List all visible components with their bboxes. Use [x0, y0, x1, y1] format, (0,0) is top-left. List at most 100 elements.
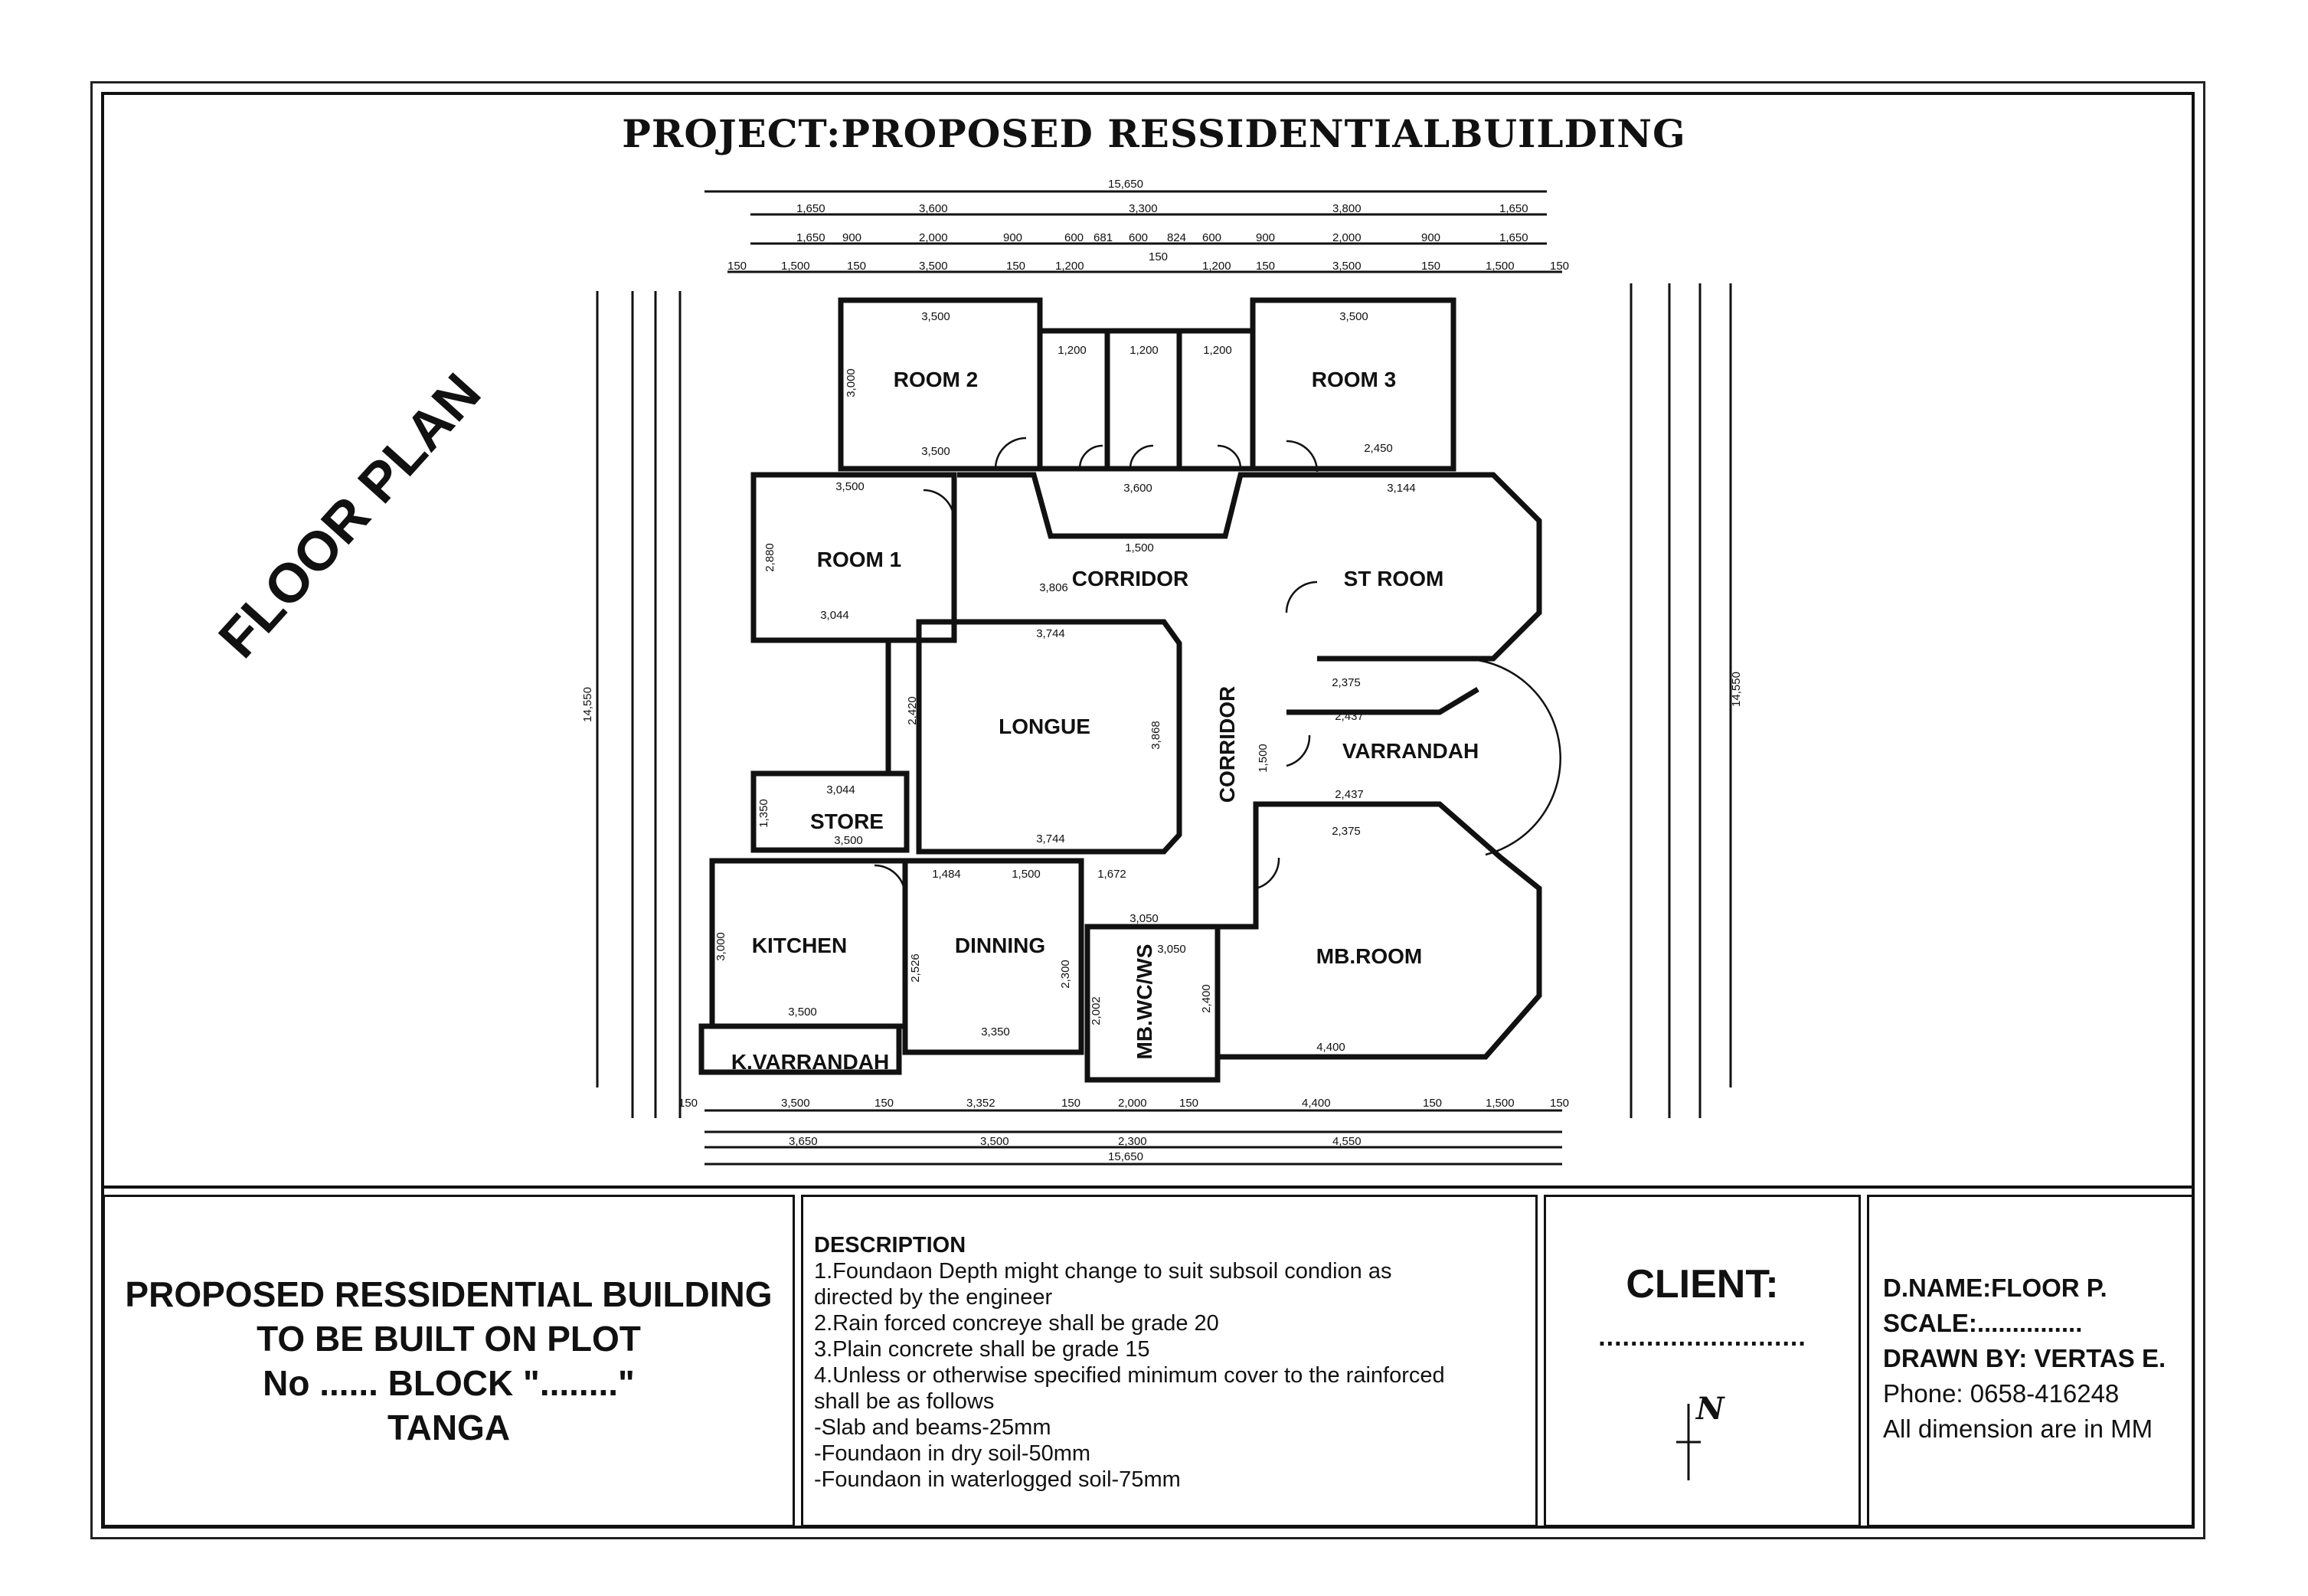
dim-top-r3-4: 150	[1006, 260, 1025, 273]
dim-int-31: 3,050	[1157, 943, 1186, 956]
dim-top-r2-9: 900	[1256, 231, 1275, 244]
dimension-text: 15,650 1,650 3,600 3,300 3,800 1,650 1,6…	[581, 178, 1743, 1163]
room-labels: ROOM 2 ROOM 3 ROOM 1 CORRIDOR ST ROOM LO…	[731, 368, 1479, 1074]
dim-int-33: 2,002	[1090, 996, 1103, 1025]
description-block: DESCRIPTION 1.Foundaon Depth might chang…	[801, 1195, 1538, 1527]
description-line: 1.Foundaon Depth might change to suit su…	[814, 1259, 1392, 1284]
dim-bot-r1-1: 3,500	[781, 1097, 810, 1110]
dim-top-r3-10: 150	[1421, 260, 1440, 273]
dim-int-19: 3,044	[826, 783, 855, 796]
dim-top-r2-5: 681	[1094, 231, 1113, 244]
wc-block-walls	[1037, 328, 1256, 472]
drawing-scale: SCALE:...............	[1883, 1309, 2083, 1337]
dim-int-34: 4,400	[1316, 1041, 1345, 1054]
mb-room-label: MB.ROOM	[1316, 944, 1422, 968]
dim-top-r2-11: 900	[1421, 231, 1440, 244]
dim-bot-r1-5: 2,000	[1118, 1097, 1147, 1110]
interior-dimension-text: 3,500 3,000 3,500 1,200 1,200 1,200 3,50…	[714, 310, 1416, 1054]
dinning-walls	[902, 858, 1084, 1055]
description-line: directed by the engineer	[814, 1285, 1053, 1310]
dim-top-r3-3: 3,500	[919, 260, 948, 273]
dim-top-r2-6: 600	[1129, 231, 1148, 244]
description-line: -Foundaon in waterlogged soil-75mm	[814, 1467, 1181, 1492]
dim-int-23: 3,500	[788, 1006, 817, 1019]
store-label: STORE	[810, 809, 884, 833]
dim-int-27: 2,526	[909, 953, 922, 983]
dim-top-r1-2: 3,300	[1129, 202, 1158, 215]
varrandah-label: VARRANDAH	[1342, 739, 1479, 763]
dim-bot-r1-10: 150	[1550, 1097, 1569, 1110]
north-arrow-icon: N	[1676, 1391, 1725, 1480]
dim-int-1: 3,000	[845, 368, 858, 397]
dim-bot-r2-3: 4,550	[1332, 1135, 1362, 1148]
dim-int-37: 2,437	[1335, 788, 1364, 801]
description-line: -Slab and beams-25mm	[814, 1415, 1051, 1440]
room1-walls	[750, 472, 957, 643]
dim-top-r2-1: 900	[842, 231, 861, 244]
dim-top-r1-0: 1,650	[796, 202, 825, 215]
project-line-2: TO BE BUILT ON PLOT	[257, 1319, 641, 1359]
project-block: PROPOSED RESSIDENTIAL BUILDING TO BE BUI…	[103, 1195, 795, 1527]
dim-right-overall: 14,550	[1730, 672, 1743, 707]
dim-left-overall: 14,550	[581, 687, 594, 722]
dim-bot-r1-6: 150	[1179, 1097, 1198, 1110]
dim-int-4: 1,200	[1129, 344, 1159, 357]
dim-bot-r1-8: 150	[1423, 1097, 1442, 1110]
title-block-divider	[101, 1186, 2195, 1189]
dim-int-24: 1,484	[932, 868, 961, 881]
dim-int-13: 3,806	[1039, 581, 1068, 594]
dim-int-6: 3,500	[1339, 310, 1368, 323]
kitchen-label: KITCHEN	[752, 934, 847, 957]
dim-top-r1-3: 3,800	[1332, 202, 1362, 215]
client-label: CLIENT:	[1626, 1262, 1779, 1307]
dim-int-28: 2,300	[1059, 960, 1072, 989]
dim-top-r3-2: 150	[847, 260, 866, 273]
dim-bot-r1-9: 1,500	[1486, 1097, 1515, 1110]
description-line: 2.Rain forced concreye shall be grade 20	[814, 1311, 1219, 1336]
drawing-info-block: D.NAME:FLOOR P. SCALE:............... DR…	[1867, 1195, 2195, 1527]
st-room-label: ST ROOM	[1344, 567, 1444, 590]
dim-int-0: 3,500	[921, 310, 950, 323]
drawing-title: PROJECT:PROPOSED RESSIDENTIALBUILDING	[622, 111, 1686, 156]
inner-border	[101, 92, 2195, 1529]
description-line: shall be as follows	[814, 1389, 995, 1414]
dim-int-16: 2,420	[906, 696, 919, 725]
description-line: 4.Unless or otherwise specified minimum …	[814, 1363, 1445, 1388]
dim-int-8: 3,500	[835, 480, 865, 493]
client-block: CLIENT: .......................... N	[1544, 1195, 1861, 1527]
dim-bottom-overall: 15,650	[1108, 1150, 1143, 1163]
dim-int-14: 1,500	[1125, 541, 1154, 554]
k-varrandah-walls	[698, 1023, 902, 1075]
dim-top-overall: 15,650	[1108, 178, 1143, 191]
store-walls	[750, 770, 910, 853]
dim-int-9: 3,600	[1123, 482, 1152, 495]
dim-bot-r2-2: 2,300	[1118, 1135, 1147, 1148]
north-letter: N	[1695, 1391, 1725, 1427]
mb-wc-label: MB.WC/WS	[1133, 944, 1156, 1060]
dim-top-r3-12: 150	[1550, 260, 1569, 273]
dim-top-r2-10: 2,000	[1332, 231, 1362, 244]
description-line: 3.Plain concrete shall be grade 15	[814, 1337, 1150, 1362]
dim-bot-r2-0: 3,650	[789, 1135, 818, 1148]
dim-top-r2-0: 1,650	[796, 231, 825, 244]
units-note: All dimension are in MM	[1883, 1414, 2153, 1443]
dim-top-r2-8: 600	[1202, 231, 1221, 244]
mb-room-walls	[1218, 801, 1542, 1060]
project-line-4: TANGA	[387, 1408, 511, 1447]
dim-int-15: 3,744	[1036, 627, 1065, 640]
dim-int-30: 3,050	[1129, 912, 1159, 925]
dim-top-r2-2: 2,000	[919, 231, 948, 244]
dim-int-10: 3,144	[1387, 482, 1416, 495]
dim-bot-r1-0: 150	[678, 1097, 698, 1110]
dim-int-5: 1,200	[1203, 344, 1232, 357]
dim-bot-r1-7: 4,400	[1302, 1097, 1331, 1110]
corridor-v-label: CORRIDOR	[1215, 686, 1239, 803]
dim-bot-r1-4: 150	[1061, 1097, 1080, 1110]
dim-int-12: 2,880	[763, 543, 776, 572]
dinning-label: DINNING	[955, 934, 1045, 957]
dim-top-r2-3: 900	[1003, 231, 1022, 244]
dim-top-r1-4: 1,650	[1499, 202, 1528, 215]
room2-label: ROOM 2	[894, 368, 978, 391]
dim-int-25: 1,500	[1012, 868, 1041, 881]
dim-int-29: 3,350	[981, 1025, 1010, 1038]
